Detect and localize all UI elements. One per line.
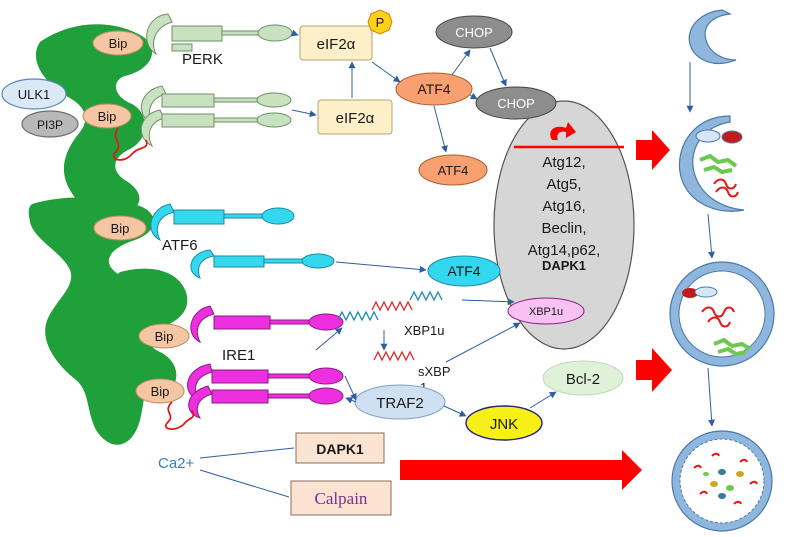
autophagy-stage-arrows [686, 62, 716, 427]
bip-label: Bip [151, 384, 170, 399]
eif2a-phospho-label: eIF2α [317, 36, 356, 53]
red-arrow-bcl2 [636, 348, 672, 392]
eif2a-phospho-box: eIF2α [299, 25, 373, 61]
atf4-node-atf6: ATF4 [427, 255, 501, 287]
xbp1u-label: XBP1u [404, 323, 444, 338]
atg-gene-list: Atg12, Atg5, Atg16, Beclin, Atg14,p62, D… [528, 154, 601, 273]
atf6-to-atf4-arrow [335, 261, 427, 273]
bip-label: Bip [155, 329, 174, 344]
jnk-to-bcl2-arrow [529, 391, 557, 409]
ulk1-node: ULK1 [1, 78, 67, 110]
chop-to-chop-arrow [489, 47, 507, 87]
red-arrow-nucleus [636, 130, 670, 170]
ca2-to-dapk1-line [199, 447, 295, 459]
traf2-node: TRAF2 [354, 384, 446, 420]
atf6-receptor: Bip ATF6 [93, 203, 335, 279]
atg-gene-1: Atg12, [542, 154, 585, 171]
autophagy-phagophore [688, 9, 737, 65]
chop-top-label: CHOP [455, 25, 493, 40]
atg-gene-2: Atg5, [546, 176, 581, 193]
chop-node-mid: CHOP [475, 86, 557, 120]
pi3p-label: PI3P [37, 118, 63, 132]
perk-receptor-dimer: Bip [82, 85, 292, 161]
red-arrows [400, 130, 672, 490]
transcription-marker [514, 122, 624, 149]
traf2-to-ire1-arrow [345, 397, 357, 404]
perk-dimer-to-eif2a-arrow [291, 109, 317, 118]
bip-label: Bip [98, 109, 117, 124]
pi3p-node: PI3P [21, 110, 79, 138]
jnk-label: JNK [490, 416, 518, 433]
pathway-arrows [199, 29, 557, 498]
bcl2-label: Bcl-2 [566, 371, 600, 388]
atg-gene-3: Atg16, [542, 198, 585, 215]
bcl2-node: Bcl-2 [542, 360, 624, 396]
atg-gene-5: Atg14,p62, [528, 242, 601, 259]
perk-label: PERK [182, 51, 223, 68]
xbp1u-ellipse-label: XBP1u [529, 306, 563, 318]
bip-label: Bip [109, 36, 128, 51]
atf4-upper-label: ATF4 [417, 81, 450, 97]
phosphate-badge: P [367, 9, 393, 35]
atf4-node-upper: ATF4 [395, 72, 473, 106]
phosphate-label: P [376, 15, 385, 30]
ire1-receptor-dimer: IRE1 Bip [135, 347, 344, 430]
traf2-label: TRAF2 [376, 395, 424, 412]
atf4-node-lower: ATF4 [418, 154, 488, 186]
perk-receptor-top: Bip PERK [92, 13, 293, 68]
atg-gene-4: Beclin, [541, 220, 586, 237]
dapk1-box: DAPK1 [295, 432, 385, 464]
ca2-to-calpain-line [199, 469, 290, 498]
xbp1u-node: XBP1u [507, 297, 585, 325]
chop-node-top: CHOP [435, 15, 513, 49]
dapk1-label: DAPK1 [316, 441, 364, 457]
jnk-node: JNK [465, 405, 543, 441]
autophagosome [669, 261, 775, 367]
calpain-label: Calpain [315, 489, 368, 508]
atf4-to-chop-mid-arrow [469, 92, 478, 100]
ire1-receptor-top: Bip [138, 305, 344, 349]
nucleus [493, 100, 635, 350]
ire1-label: IRE1 [222, 347, 255, 364]
ca2-label: Ca2+ [158, 455, 195, 472]
ire1-to-traf2-arrow [344, 375, 357, 401]
red-arrow-calpain [400, 450, 642, 490]
traf2-to-jnk-arrow [443, 405, 467, 417]
atf4-lower-label: ATF4 [438, 163, 469, 178]
atg-gene-6: DAPK1 [542, 258, 586, 273]
atf4-to-chop-arrow [451, 49, 471, 76]
xbp1-mrna [337, 290, 443, 362]
ulk1-label: ULK1 [18, 87, 51, 102]
chop-mid-label: CHOP [497, 96, 535, 111]
sxbp-to-xbp1u-arrow [445, 322, 521, 363]
xbp1-to-xbp1u-arrow [461, 298, 515, 306]
atf6-label: ATF6 [162, 237, 198, 254]
eif2a-to-atf4-arrow [371, 61, 401, 83]
atf4-atf6-label: ATF4 [447, 263, 480, 279]
atf4-to-atf4-lower-arrow [433, 105, 448, 153]
autolysosome [671, 430, 773, 532]
eif2a-box: eIF2α [317, 99, 393, 135]
perk-to-eif2a-arrow [290, 29, 299, 37]
sxbp-label-line1: sXBP [418, 364, 451, 379]
calpain-box: Calpain [290, 480, 392, 516]
bip-label: Bip [111, 221, 130, 236]
ire1-to-xbp1-arrow [315, 327, 343, 351]
eif2a-label: eIF2α [336, 110, 375, 127]
autophagy-isolation-membrane [678, 115, 745, 212]
